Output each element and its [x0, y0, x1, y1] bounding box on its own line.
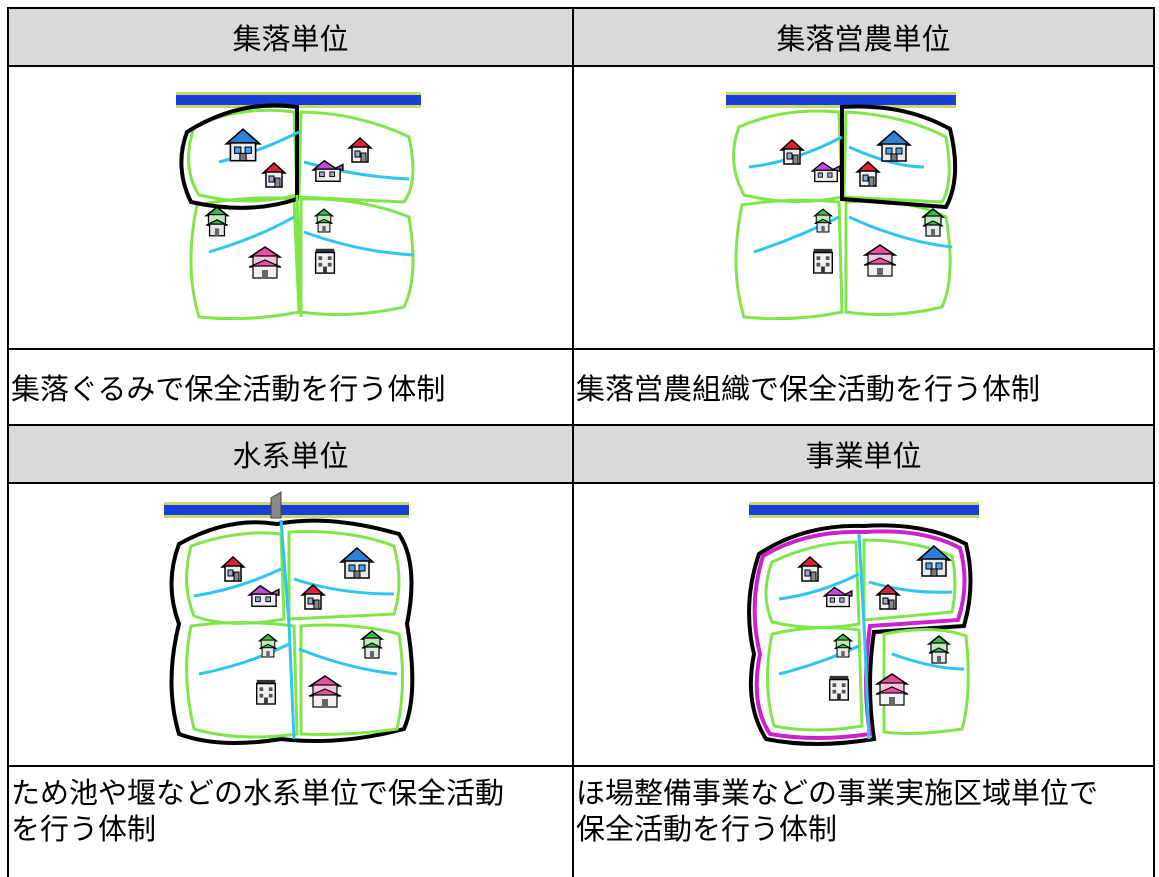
- panel-title-4: 事業単位: [574, 426, 1155, 484]
- illustration-project-unit: [574, 484, 1155, 767]
- panel-description-3-line-2: を行う体制: [11, 812, 157, 846]
- description-row-1: 集落ぐるみで保全活動を行う体制 集落営農組織で保全活動を行う体制: [9, 350, 1155, 426]
- panel-description-4-line-1: ほ場整備事業などの事業実施区域単位で: [576, 776, 1099, 810]
- image-row-1: [9, 67, 1155, 350]
- header-row-2: 水系単位 事業単位: [9, 426, 1155, 484]
- panel-title-3: 水系単位: [9, 426, 574, 484]
- panel-description-2: 集落営農組織で保全活動を行う体制: [574, 350, 1155, 426]
- illustration-village-unit: [9, 67, 574, 350]
- illustration-water-system-unit: [9, 484, 574, 767]
- header-row-1: 集落単位 集落営農単位: [9, 9, 1155, 67]
- diagram-table: 集落単位 集落営農単位: [7, 7, 1155, 877]
- image-row-2: [9, 484, 1155, 767]
- panel-description-1: 集落ぐるみで保全活動を行う体制: [9, 350, 574, 426]
- illustration-farm-cooperative-unit: [574, 67, 1155, 350]
- panel-description-4-line-2: 保全活動を行う体制: [576, 812, 838, 846]
- panel-description-3-line-1: ため池や堰などの水系単位で保全活動: [11, 776, 505, 810]
- description-row-2: ため池や堰などの水系単位で保全活動 を行う体制 ほ場整備事業などの事業実施区域単…: [9, 767, 1155, 877]
- panel-description-3: ため池や堰などの水系単位で保全活動 を行う体制: [9, 767, 574, 877]
- panel-title-1: 集落単位: [9, 9, 574, 67]
- panel-description-4: ほ場整備事業などの事業実施区域単位で 保全活動を行う体制: [574, 767, 1155, 877]
- panel-title-2: 集落営農単位: [574, 9, 1155, 67]
